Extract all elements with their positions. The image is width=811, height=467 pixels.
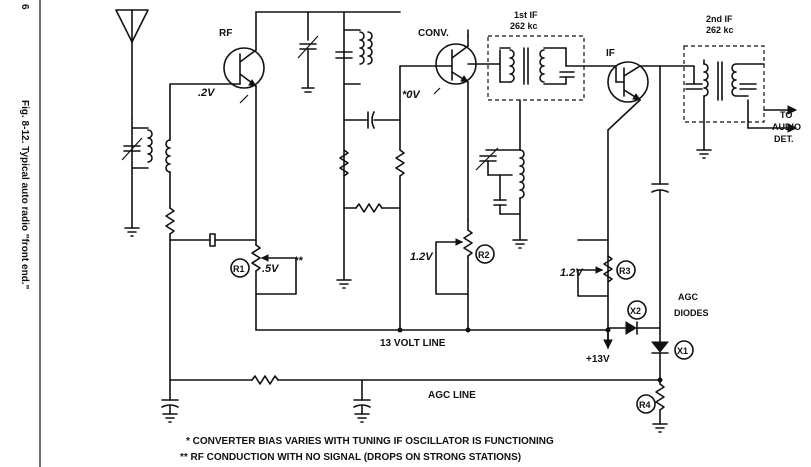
r3-marker: [616, 260, 636, 280]
audio-output-arrows: [747, 105, 798, 133]
r2-bias-voltage: 1.2V: [410, 251, 434, 263]
x2-marker: [627, 300, 647, 320]
volt-line: [255, 327, 613, 350]
ground-second-if: [696, 149, 712, 159]
x2-label: X2: [630, 306, 641, 316]
page-marker: 6: [19, 4, 30, 10]
footnote-2: ** RF CONDUCTION WITH NO SIGNAL (DROPS O…: [180, 452, 521, 463]
rf-transistor: [223, 11, 265, 246]
r3-bias-voltage: 1.2V: [560, 267, 584, 279]
r2-network: [435, 219, 473, 331]
footnote-1: * CONVERTER BIAS VARIES WITH TUNING IF O…: [186, 436, 554, 447]
second-if-title: 2nd IF: [706, 14, 733, 24]
to-audio-text-b: AUDIO: [772, 122, 801, 132]
r2-marker: [475, 244, 495, 264]
second-if-freq: 262 kc: [706, 25, 734, 35]
rf-tank: [255, 11, 401, 289]
oscillator-tank: [475, 147, 528, 249]
first-if-title: 1st IF: [514, 10, 538, 20]
first-if-transformer: [467, 29, 617, 151]
supply-voltage: +13V: [586, 354, 610, 365]
rf-bias-voltage: .2V: [198, 87, 216, 99]
conv-label: CONV.: [418, 28, 449, 39]
x1-marker: [674, 340, 694, 360]
second-if-transformer: [659, 45, 765, 151]
antenna-symbol: [115, 9, 149, 119]
coupling-capacitor: [343, 111, 401, 129]
volt-line-label: 13 VOLT LINE: [380, 338, 446, 349]
if-transistor: [607, 61, 661, 346]
antenna-coil: [121, 117, 153, 229]
to-audio-text-c: DET.: [774, 134, 794, 144]
r2-label: R2: [478, 250, 490, 260]
r3-network: [577, 239, 613, 297]
ground-antenna: [124, 227, 140, 237]
agc-diodes-text-a: AGC: [678, 292, 699, 302]
r1-note-mark: **: [294, 255, 303, 267]
r3-label: R3: [619, 266, 631, 276]
bias-network: [339, 119, 405, 331]
r1-network: [169, 233, 297, 331]
rf-label: RF: [219, 28, 232, 39]
to-audio-text-a: TO: [780, 110, 792, 120]
figure-caption: Fig. 8-12. Typical auto radio "front end…: [19, 100, 30, 290]
x1-label: X1: [677, 346, 688, 356]
agc-column: [650, 65, 670, 433]
r1-label: R1: [233, 264, 245, 274]
agc-diodes-text-b: DIODES: [674, 308, 709, 318]
agc-line-label: AGC LINE: [428, 390, 476, 401]
rf-input-coil: [165, 83, 233, 381]
r1-marker: [230, 258, 250, 278]
x2-diode: [607, 321, 661, 335]
conv-bias-voltage: *0V: [402, 89, 421, 101]
r4-label: R4: [639, 400, 651, 410]
r4-marker: [636, 394, 656, 414]
agc-line: [161, 375, 663, 423]
first-if-freq: 262 kc: [510, 21, 538, 31]
converter-transistor: [399, 35, 477, 221]
r1-bias-voltage: .5V: [262, 263, 280, 275]
if-label: IF: [606, 48, 615, 59]
